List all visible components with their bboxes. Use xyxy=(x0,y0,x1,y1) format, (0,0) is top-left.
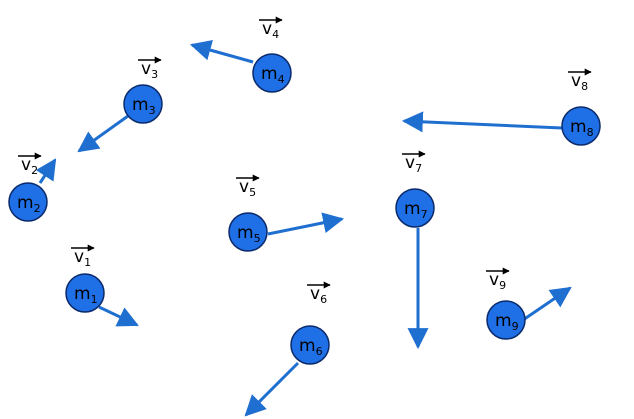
velocity-arrow-2 xyxy=(35,158,57,184)
velocity-text: v5 xyxy=(239,177,256,199)
velocity-symbol: v xyxy=(310,284,320,304)
velocity-index: 6 xyxy=(320,293,327,306)
mass-label-2: m2 xyxy=(17,193,41,215)
mass-symbol: m xyxy=(261,64,278,84)
mass-symbol: m xyxy=(495,311,512,331)
mass-7: m7 xyxy=(395,188,435,228)
velocity-symbol: v xyxy=(571,71,581,91)
mass-ball-5 xyxy=(228,212,268,252)
mass-ball-1 xyxy=(65,273,105,313)
velocity-text: v1 xyxy=(74,247,91,269)
velocity-label-9: v9 xyxy=(486,267,510,292)
mass-ball-6 xyxy=(290,325,330,365)
velocity-index: 9 xyxy=(499,279,506,292)
velocity-label-2: v2 xyxy=(18,152,42,177)
velocity-arrow-9 xyxy=(522,286,572,322)
mass-index: 5 xyxy=(254,232,261,245)
mass-ball-7 xyxy=(395,188,435,228)
mass-9: m9 xyxy=(486,300,526,340)
mass-label-1: m1 xyxy=(74,284,98,306)
velocity-arrow-5 xyxy=(267,212,345,236)
mass-label-7: m7 xyxy=(404,199,428,221)
velocity-text: v6 xyxy=(310,284,327,306)
mass-6: m6 xyxy=(290,325,330,365)
mass-index: 1 xyxy=(91,293,98,306)
velocity-arrow-4 xyxy=(189,39,254,64)
velocity-index: 1 xyxy=(84,256,91,269)
velocity-label-3: v3 xyxy=(138,56,162,81)
mass-index: 2 xyxy=(34,202,41,215)
mass-symbol: m xyxy=(237,223,254,243)
velocity-label-1: v1 xyxy=(71,244,95,269)
velocity-label-7: v7 xyxy=(402,150,426,175)
velocity-label-8: v8 xyxy=(568,68,592,93)
velocity-text: v4 xyxy=(262,19,279,41)
mass-index: 4 xyxy=(278,73,285,86)
velocity-symbol: v xyxy=(74,247,84,267)
velocity-symbol: v xyxy=(262,19,272,39)
velocity-index: 8 xyxy=(581,80,588,93)
velocity-symbol: v xyxy=(141,59,151,79)
mass-label-8: m8 xyxy=(570,117,594,139)
velocity-symbol: v xyxy=(489,270,499,290)
mass-8: m8 xyxy=(561,106,601,146)
mass-2: m2 xyxy=(8,182,48,222)
mass-1: m1 xyxy=(65,273,105,313)
mass-ball-4 xyxy=(252,53,292,93)
velocity-symbol: v xyxy=(239,177,249,197)
velocity-text: v2 xyxy=(21,155,38,177)
mass-index: 7 xyxy=(421,208,428,221)
velocity-symbol: v xyxy=(405,153,415,173)
mass-index: 8 xyxy=(587,126,594,139)
mass-label-6: m6 xyxy=(299,336,323,358)
mass-3: m3 xyxy=(123,84,163,124)
velocity-text: v9 xyxy=(489,270,506,292)
mass-symbol: m xyxy=(299,336,316,356)
velocity-index: 4 xyxy=(272,28,279,41)
mass-index: 6 xyxy=(316,345,323,358)
mass-label-5: m5 xyxy=(237,223,261,245)
velocity-arrow-6 xyxy=(244,361,300,417)
velocity-symbol: v xyxy=(21,155,31,175)
velocity-arrow-3 xyxy=(77,114,129,153)
mass-symbol: m xyxy=(74,284,91,304)
mass-ball-2 xyxy=(8,182,48,222)
mass-index: 9 xyxy=(512,320,519,333)
mass-symbol: m xyxy=(570,117,587,137)
velocity-arrow-1 xyxy=(98,305,139,327)
mass-ball-9 xyxy=(486,300,526,340)
velocity-text: v7 xyxy=(405,153,422,175)
velocity-index: 5 xyxy=(249,186,256,199)
velocity-index: 3 xyxy=(151,68,158,81)
mass-5: m5 xyxy=(228,212,268,252)
mass-index: 3 xyxy=(149,104,156,117)
velocity-index: 2 xyxy=(31,164,38,177)
mass-symbol: m xyxy=(404,199,421,219)
mass-symbol: m xyxy=(132,95,149,115)
velocity-text: v3 xyxy=(141,59,158,81)
velocity-label-5: v5 xyxy=(236,174,260,199)
velocity-label-4: v4 xyxy=(259,16,283,41)
mass-label-4: m4 xyxy=(261,64,285,86)
velocity-label-6: v6 xyxy=(307,281,331,306)
mass-label-3: m3 xyxy=(132,95,156,117)
mass-ball-3 xyxy=(123,84,163,124)
mass-label-9: m9 xyxy=(495,311,519,333)
mass-4: m4 xyxy=(252,53,292,93)
mass-symbol: m xyxy=(17,193,34,213)
velocity-index: 7 xyxy=(415,162,422,175)
mass-ball-8 xyxy=(561,106,601,146)
velocity-arrow-8 xyxy=(401,111,563,133)
velocity-text: v8 xyxy=(571,71,588,93)
